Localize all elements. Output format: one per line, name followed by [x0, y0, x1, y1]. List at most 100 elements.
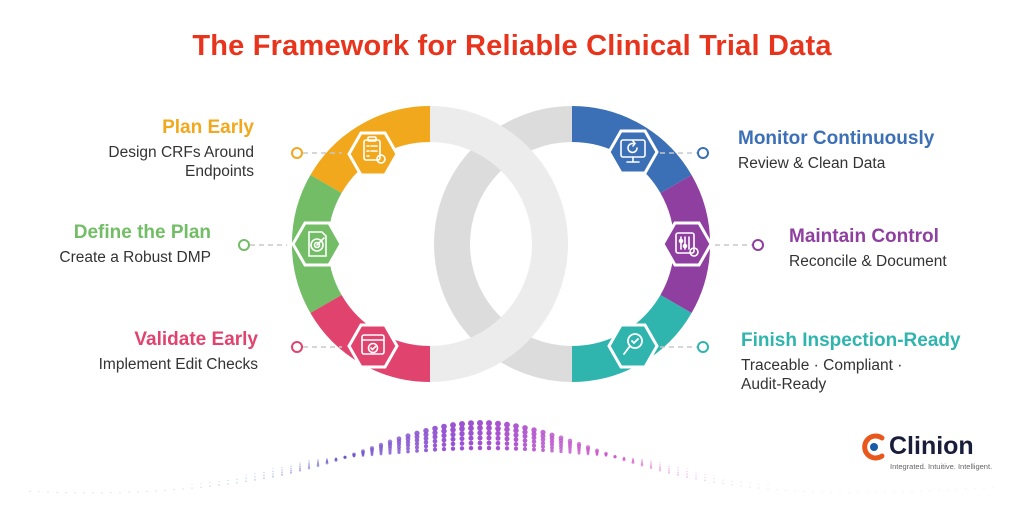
wave-dot — [983, 487, 985, 489]
wave-dot — [441, 437, 447, 443]
wave-dot — [504, 436, 510, 442]
wave-dot — [388, 451, 392, 455]
step-validate-early: Validate Early Implement Edit Checks — [99, 328, 258, 374]
wave-dot — [531, 435, 537, 441]
wave-dot — [468, 445, 474, 451]
wave-dot — [848, 492, 850, 494]
wave-dot — [110, 492, 112, 494]
wave-dot — [695, 472, 697, 474]
wave-dot — [450, 436, 456, 442]
wave-dot — [641, 459, 643, 462]
wave-dot — [414, 430, 420, 436]
wave-dot — [513, 446, 519, 451]
step-description-line2: Audit-Ready — [741, 376, 827, 393]
wave-dot — [540, 429, 546, 436]
wave-dot — [308, 464, 310, 467]
wave-dot — [191, 483, 193, 485]
step-define-plan: Define the Plan Create a Robust DMP — [59, 221, 211, 267]
wave-dot — [540, 444, 546, 449]
step-heading: Finish Inspection-Ready — [741, 330, 961, 351]
wave-dot — [522, 433, 528, 439]
wave-dot — [218, 481, 220, 483]
wave-dot — [558, 441, 564, 446]
wave-dot — [767, 488, 769, 490]
wave-dot — [866, 492, 868, 494]
wave-dot — [486, 435, 492, 441]
wave-dot — [540, 437, 546, 442]
wave-dot — [531, 439, 537, 444]
wave-dot — [218, 484, 220, 486]
wave-dot — [263, 477, 265, 480]
wave-dot — [441, 442, 447, 447]
wave-dot — [396, 442, 402, 447]
wave-dot — [423, 444, 429, 449]
wave-dot — [658, 467, 662, 470]
wave-dot — [415, 449, 419, 453]
wave-dot — [397, 450, 401, 455]
wave-dot — [731, 480, 733, 482]
wave-dot — [128, 491, 130, 493]
wave-dot — [424, 448, 428, 453]
magnifier-check-icon — [623, 333, 643, 355]
wave-dot — [486, 425, 492, 431]
wave-dot — [308, 460, 310, 461]
wave-dot — [938, 489, 940, 491]
wave-dot — [794, 490, 796, 492]
wave-dot — [830, 491, 832, 494]
connector-finish — [660, 341, 709, 353]
wave-dot — [495, 445, 501, 451]
wave-dot — [316, 462, 320, 465]
step-finish: Finish Inspection-Ready Traceable · Comp… — [741, 329, 961, 394]
wave-dot — [677, 469, 679, 471]
wave-dot — [450, 422, 456, 429]
wave-dot — [191, 487, 193, 489]
wave-dot — [785, 489, 787, 492]
wave-dot — [540, 440, 546, 446]
wave-dot — [884, 491, 886, 493]
wave-dot — [486, 420, 492, 427]
left-ring-gray-arc — [429, 106, 568, 382]
wave-dot — [397, 445, 401, 449]
wave-dot — [749, 482, 751, 484]
wave-dot — [281, 471, 283, 474]
step-heading: Define the Plan — [73, 222, 211, 243]
wave-dot — [758, 487, 760, 489]
wave-dot — [532, 447, 536, 452]
wave-dot — [441, 423, 447, 430]
wave-dot — [513, 441, 519, 447]
wave-dot — [29, 490, 31, 492]
document-target-icon — [308, 231, 327, 257]
wave-dot — [522, 438, 528, 443]
wave-dot — [182, 488, 184, 490]
hexagon-finish — [607, 323, 659, 369]
wave-dot — [659, 462, 661, 464]
wave-dot — [541, 448, 545, 452]
wave-dot — [495, 425, 501, 432]
wave-dot — [839, 492, 841, 494]
wave-dot — [704, 479, 706, 482]
wave-dot — [468, 435, 474, 441]
wave-dot — [423, 436, 429, 441]
step-maintain: Maintain Control Reconcile & Document — [789, 225, 947, 271]
wave-dot — [307, 466, 311, 470]
wave-dot — [450, 431, 456, 438]
wave-dot — [56, 491, 58, 493]
wave-dot — [477, 420, 483, 426]
wave-dot — [459, 421, 465, 427]
wave-dot — [767, 484, 769, 486]
wave-dot — [432, 425, 438, 432]
step-description-line2: Endpoints — [185, 163, 254, 180]
wave-dot — [531, 431, 537, 437]
wave-dot — [414, 434, 420, 440]
wave-dot — [504, 421, 510, 428]
wave-dot — [504, 446, 510, 451]
wave-dot — [397, 447, 401, 452]
wave-dot — [477, 435, 483, 441]
wave-dot — [686, 475, 688, 478]
wave-dot — [155, 490, 157, 492]
wave-dot — [119, 491, 121, 494]
wave-dot — [450, 446, 456, 451]
wave-dot — [513, 423, 519, 429]
step-description: Review & Clean Data — [738, 155, 886, 172]
decorative-dot-wave — [29, 420, 994, 494]
